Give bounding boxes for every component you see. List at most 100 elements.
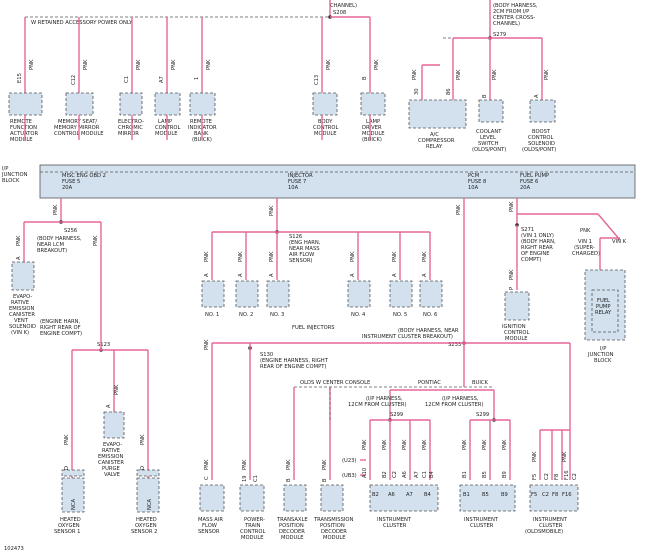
svg-text:30: 30 xyxy=(414,88,420,95)
svg-text:PNK: PNK xyxy=(544,69,550,80)
lamp-control-module[interactable] xyxy=(154,92,181,116)
diagram-id: 102473 xyxy=(4,546,24,552)
fuel-pump-relay[interactable] xyxy=(591,289,619,333)
svg-text:PNK: PNK xyxy=(502,439,508,450)
fuel-injector-6[interactable] xyxy=(419,280,443,308)
svg-text:PNK: PNK xyxy=(29,59,35,70)
instrument-cluster-buick[interactable] xyxy=(459,484,516,512)
splice-s279: S279 xyxy=(493,32,506,38)
svg-text:PNK: PNK xyxy=(53,204,59,215)
svg-text:B1: B1 xyxy=(462,471,468,478)
svg-text:PNK: PNK xyxy=(392,251,398,262)
svg-text:PNK: PNK xyxy=(206,59,212,70)
svg-text:BUICK: BUICK xyxy=(472,380,489,386)
ignition-control-module[interactable] xyxy=(504,291,530,321)
svg-text:F8: F8 xyxy=(554,474,560,480)
body-control-module[interactable] xyxy=(312,92,338,116)
svg-text:NO. 6: NO. 6 xyxy=(423,312,437,318)
svg-text:PNK: PNK xyxy=(350,251,356,262)
svg-text:PNK: PNK xyxy=(422,439,428,450)
fuel-injector-5[interactable] xyxy=(389,280,413,308)
fuel-injector-1[interactable] xyxy=(201,280,225,308)
instrument-cluster-olds[interactable] xyxy=(529,484,579,512)
fuel-injector-3[interactable] xyxy=(266,280,290,308)
powertrain-control-module[interactable] xyxy=(239,484,265,512)
svg-text:PNK: PNK xyxy=(382,439,388,450)
lamp-driver-module[interactable] xyxy=(360,92,386,116)
svg-text:A: A xyxy=(204,273,210,277)
svg-text:B9: B9 xyxy=(501,492,508,498)
ub3-label: (UB3) xyxy=(342,473,357,479)
svg-text:PNK: PNK xyxy=(422,251,428,262)
svg-text:PNK: PNK xyxy=(509,269,515,280)
transaxle-position-decoder-module[interactable] xyxy=(283,484,307,512)
svg-text:A: A xyxy=(238,273,244,277)
svg-text:PNK: PNK xyxy=(462,439,468,450)
transmission-position-decoder-module[interactable] xyxy=(320,484,344,512)
svg-text:B2: B2 xyxy=(372,492,379,498)
svg-text:B4: B4 xyxy=(429,470,435,478)
svg-text:C2: C2 xyxy=(572,473,578,480)
svg-text:A7: A7 xyxy=(414,471,420,478)
memory-seat-mirror-module[interactable] xyxy=(65,92,94,116)
instrument-cluster-pontiac[interactable] xyxy=(369,484,439,512)
coolant-level-switch[interactable] xyxy=(478,99,504,123)
svg-text:A10: A10 xyxy=(362,468,368,478)
svg-text:NCA: NCA xyxy=(71,498,77,510)
svg-text:F16: F16 xyxy=(564,470,570,480)
remote-indicator-bank[interactable] xyxy=(189,92,216,116)
body-harness-top-note: (BODY HARNESS, 2CM FROM I/P CENTER CROSS… xyxy=(493,3,539,27)
svg-text:NO. 2: NO. 2 xyxy=(239,312,253,318)
svg-text:1: 1 xyxy=(194,77,200,80)
heated-oxygen-sensor-1[interactable] xyxy=(61,477,85,513)
svg-text:B4: B4 xyxy=(424,492,432,498)
channel-note: CHANNEL) xyxy=(330,3,357,9)
svg-text:S299: S299 xyxy=(476,412,489,418)
retained-power-note: W RETAINED ACCESSORY POWER ONLY xyxy=(31,20,133,26)
fuel-injector-4[interactable] xyxy=(347,280,371,308)
svg-text:F5: F5 xyxy=(532,474,538,480)
evap-canister-purge-valve[interactable] xyxy=(103,411,125,439)
svg-text:C12: C12 xyxy=(71,75,77,85)
evap-canister-vent-solenoid[interactable] xyxy=(11,261,35,291)
boost-control-solenoid[interactable] xyxy=(529,99,556,123)
fuse-pcm: PCM FUSE 8 10A xyxy=(468,173,488,191)
svg-text:S299: S299 xyxy=(390,412,403,418)
remote-function-actuator-module[interactable] xyxy=(8,92,43,116)
splice-s271: S271 xyxy=(521,227,534,233)
mass-air-flow-sensor[interactable] xyxy=(199,484,225,512)
svg-text:PNK: PNK xyxy=(238,251,244,262)
svg-text:PNK: PNK xyxy=(286,459,292,470)
svg-text:C1: C1 xyxy=(124,76,130,83)
svg-text:PNK: PNK xyxy=(492,69,498,80)
electrochromic-mirror[interactable] xyxy=(119,92,143,116)
svg-text:C13: C13 xyxy=(314,75,320,85)
svg-text:PNK: PNK xyxy=(140,434,146,445)
ac-compressor-relay[interactable] xyxy=(408,99,467,129)
s299-left-desc: (I/P HARNESS,12CM FROM CLUSTER) xyxy=(348,396,407,408)
svg-text:C1: C1 xyxy=(422,471,428,478)
svg-text:PNK: PNK xyxy=(562,451,568,462)
heated-oxygen-sensor-2[interactable] xyxy=(136,477,160,513)
svg-text:PNK: PNK xyxy=(456,69,462,80)
svg-text:NCA: NCA xyxy=(147,498,153,510)
svg-text:B9: B9 xyxy=(502,471,508,478)
svg-text:PNK: PNK xyxy=(204,459,210,470)
svg-text:B1: B1 xyxy=(463,492,470,498)
svg-text:F16: F16 xyxy=(562,492,572,498)
svg-text:B: B xyxy=(482,94,488,98)
fuel-injector-2[interactable] xyxy=(235,280,259,308)
